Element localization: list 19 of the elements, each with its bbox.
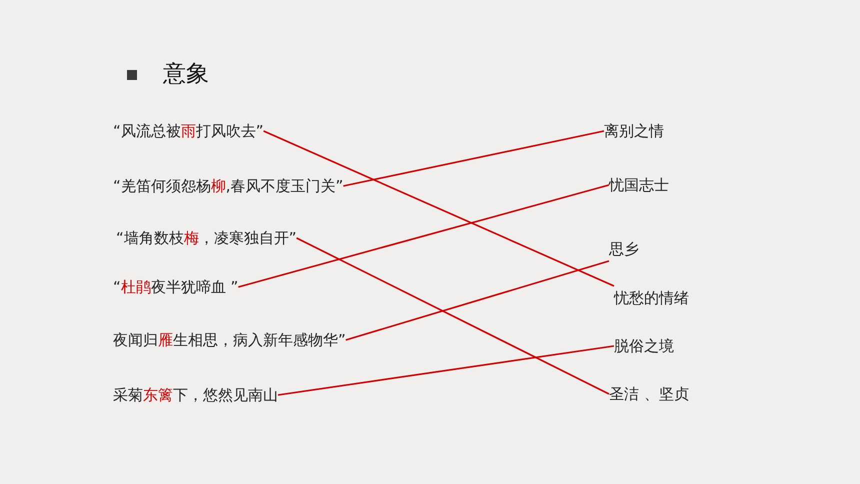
connector-line: [343, 130, 604, 187]
connector-line: [296, 237, 610, 395]
poem-line: “墙角数枝梅，凌寒独自开”: [116, 227, 297, 249]
connector-line: [346, 260, 610, 341]
meaning-label: 思乡: [609, 237, 639, 261]
poem-line: 采菊东篱下，悠然见南山: [113, 384, 278, 406]
meaning-label: 圣洁 、坚贞: [609, 383, 689, 405]
heading: 意象: [163, 60, 209, 89]
poem-line: 夜闻归雁生相思，病入新年感物华”: [113, 329, 346, 351]
poem-line: “风流总被雨打风吹去”: [113, 120, 264, 142]
connector-line: [263, 130, 614, 287]
meaning-label: 忧愁的情绪: [614, 286, 689, 310]
meaning-label: 忧国志士: [609, 174, 669, 196]
connector-line: [278, 345, 614, 396]
poem-line: “羌笛何须怨杨柳,春风不度玉门关”: [113, 175, 344, 197]
poem-line: “杜鹃夜半犹啼血 ”: [113, 276, 238, 298]
meaning-label: 离别之情: [604, 120, 664, 142]
meaning-label: 脱俗之境: [614, 335, 674, 357]
connector-line: [238, 184, 610, 288]
